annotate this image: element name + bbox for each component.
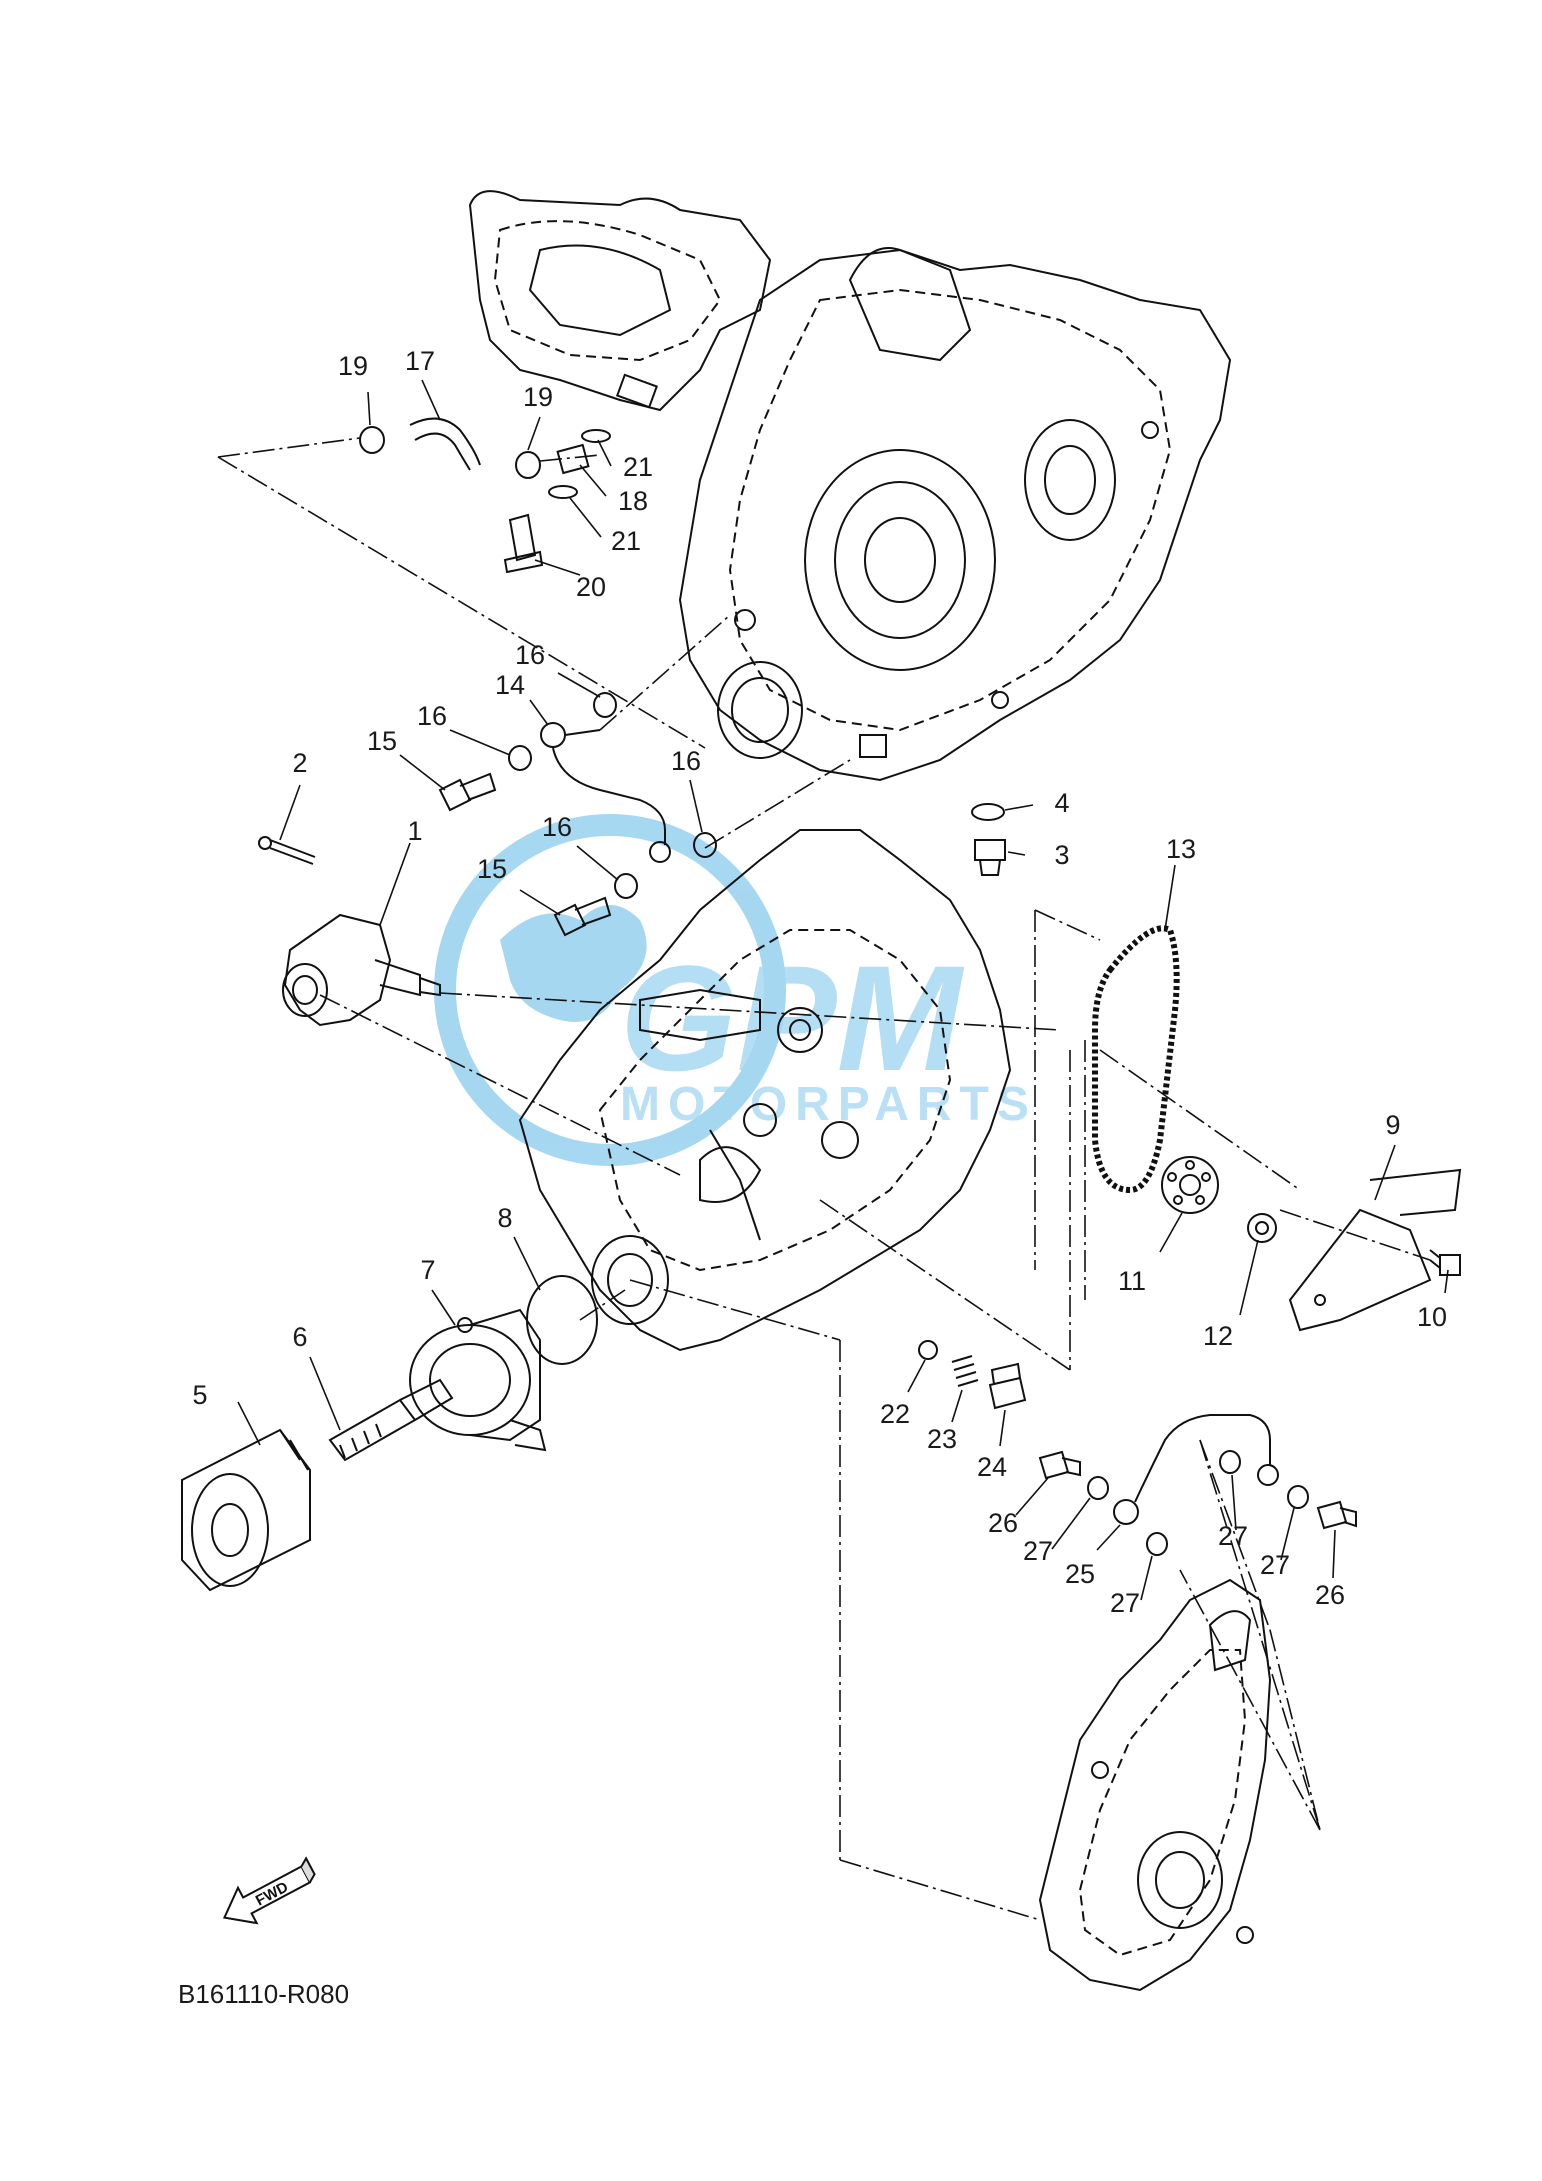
oil-delivery-pipe-drawing: [1113, 1414, 1279, 1525]
watermark-sub: MOTORPARTS: [620, 1078, 1037, 1131]
callout-16-mid: 16: [542, 812, 572, 842]
callout-27-lower: 27: [1110, 1588, 1140, 1618]
callout-16-left: 16: [417, 701, 447, 731]
callout-24: 24: [977, 1452, 1007, 1482]
oil-pipe-drawing: [540, 722, 671, 863]
watermark-brand: GPM: [620, 934, 965, 1102]
bolt-10-drawing: [1429, 1249, 1461, 1276]
callout-7: 7: [420, 1255, 435, 1285]
collar-drawing: [1247, 1213, 1277, 1243]
washer-16c-drawing: [614, 873, 638, 899]
right-crankcase-drawing: [518, 829, 1012, 1352]
oil-filter-drawing: [181, 1428, 311, 1592]
callout-15-upper: 15: [367, 726, 397, 756]
plug-3-drawing: [974, 839, 1006, 876]
callout-labels: 1 2 3 4 5 6 7 8 9 10 11 12 13 14 15 15 1…: [192, 346, 1447, 1618]
assembly-lines: [217, 437, 1431, 1921]
washer-4-drawing: [971, 803, 1005, 821]
callout-8: 8: [497, 1203, 512, 1233]
callout-12: 12: [1203, 1321, 1233, 1351]
callout-10: 10: [1417, 1302, 1447, 1332]
callout-25: 25: [1065, 1559, 1095, 1589]
callout-21-lower: 21: [611, 526, 641, 556]
callout-13: 13: [1166, 834, 1196, 864]
drive-chain-drawing: [1092, 925, 1180, 1194]
callout-17: 17: [405, 346, 435, 376]
clamp-19b-drawing: [515, 451, 541, 479]
callout-23: 23: [927, 1424, 957, 1454]
washer-27d-drawing: [1287, 1485, 1309, 1509]
washer-16b-drawing: [508, 745, 532, 771]
filter-housing-drawing: [409, 1308, 547, 1452]
left-crankcase-drawing: [678, 247, 1232, 782]
washer-27a-drawing: [1087, 1476, 1109, 1500]
washer-27c-drawing: [1219, 1450, 1241, 1474]
callout-27-mid: 27: [1218, 1521, 1248, 1551]
spring-23-drawing: [951, 1355, 979, 1387]
hose-drawing: [409, 417, 481, 471]
diagram-code: B161110-R080: [178, 1979, 349, 2009]
union-bolt-15-upper-drawing: [438, 772, 497, 812]
callout-27-right: 27: [1260, 1550, 1290, 1580]
callout-6: 6: [292, 1322, 307, 1352]
cylinder-block-drawing: [468, 190, 772, 412]
callout-14: 14: [495, 670, 525, 700]
o-ring-21b-drawing: [548, 485, 578, 499]
callout-26-right: 26: [1315, 1580, 1345, 1610]
oil-pump-drawing: [282, 913, 441, 1027]
callout-9: 9: [1385, 1110, 1400, 1140]
bolt-20-drawing: [503, 513, 544, 574]
callout-16-right: 16: [671, 746, 701, 776]
callout-1: 1: [407, 816, 422, 846]
callout-15-lower: 15: [477, 854, 507, 884]
callout-4: 4: [1054, 788, 1069, 818]
clamp-19a-drawing: [359, 426, 385, 454]
callout-16-top: 16: [515, 640, 545, 670]
leader-lines: [237, 379, 1449, 1601]
watermark: GPM MOTORPARTS: [434, 814, 1037, 1166]
callout-19-right: 19: [523, 382, 553, 412]
bolt-26b-drawing: [1316, 1500, 1357, 1530]
callout-18: 18: [618, 486, 648, 516]
crankcase-cover-drawing: [1038, 1578, 1272, 1992]
callout-11: 11: [1118, 1266, 1146, 1296]
callout-20: 20: [576, 572, 606, 602]
ball-22-drawing: [918, 1340, 938, 1360]
spacer-18-drawing: [556, 443, 590, 475]
bolt-2-drawing: [258, 836, 316, 865]
bolt-26a-drawing: [1038, 1450, 1081, 1480]
fwd-arrow: FWD: [222, 1856, 316, 1925]
callout-5: 5: [192, 1380, 207, 1410]
plug-24-drawing: [988, 1362, 1027, 1410]
callout-3: 3: [1054, 840, 1069, 870]
washer-16a-drawing: [593, 692, 617, 718]
union-bolt-15-lower-drawing: [553, 896, 612, 937]
callout-22: 22: [880, 1399, 910, 1429]
o-ring-8-drawing: [526, 1275, 598, 1365]
sprocket-drawing: [1161, 1156, 1219, 1214]
o-ring-21a-drawing: [581, 429, 611, 443]
callout-2: 2: [292, 748, 307, 778]
washer-27b-drawing: [1146, 1532, 1168, 1556]
line-art: [181, 190, 1462, 1992]
union-bolt-6-drawing: [328, 1378, 454, 1462]
callout-26-left: 26: [988, 1508, 1018, 1538]
callout-21-upper: 21: [623, 452, 653, 482]
callout-27-left: 27: [1023, 1536, 1053, 1566]
callout-19-left: 19: [338, 351, 368, 381]
chain-guide-drawing: [1288, 1168, 1462, 1332]
washer-16d-drawing: [693, 832, 717, 858]
